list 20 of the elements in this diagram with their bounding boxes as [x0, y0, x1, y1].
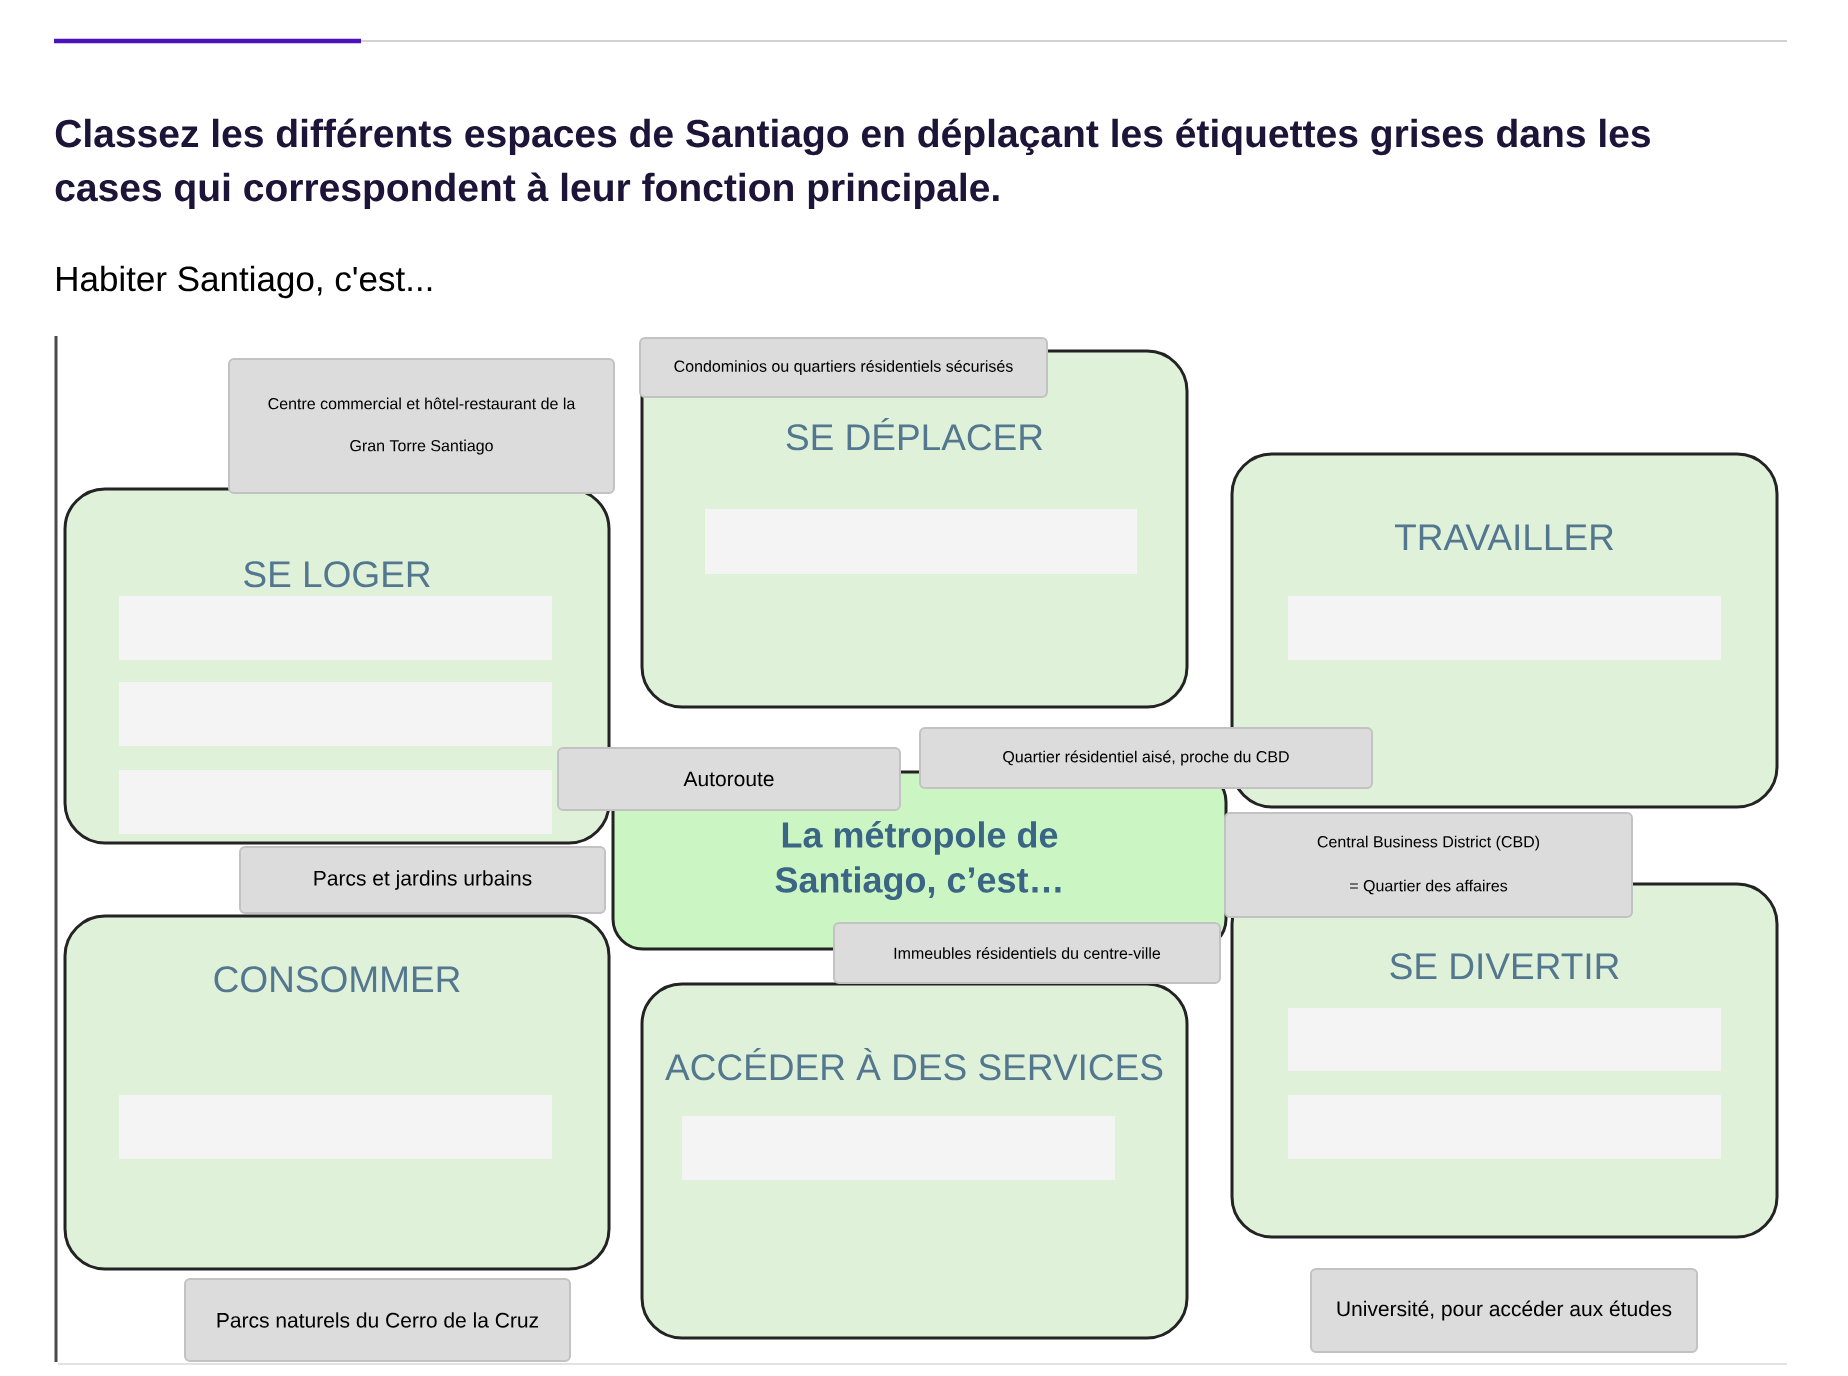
draggable-label: Parcs et jardins urbains	[239, 846, 606, 914]
draggable-label: Autoroute	[557, 747, 901, 811]
drop-zone	[682, 1116, 1115, 1180]
draggable-label: Université, pour accéder aux études	[1310, 1268, 1698, 1353]
draggable-label: Central Business District (CBD) = Quartier des affaires	[1224, 812, 1633, 918]
drop-zone	[119, 682, 552, 746]
draggable-label: Centre commercial et hôtel-restaurant de la Gran Torre Santiago	[228, 358, 615, 494]
drop-zone	[119, 596, 552, 660]
drop-zone	[705, 509, 1137, 574]
drop-zone	[119, 770, 552, 834]
subheading: Habiter Santiago, c'est...	[57, 265, 432, 299]
draggable-label: Condominios ou quartiers résidentiels sécurisés	[639, 337, 1048, 398]
heading: Classez les différents espaces de Santiago en déplaçant les étiquettes grises dans les cases qui correspondent à leur fonction principale.	[55, 118, 1650, 210]
draggable-label: Quartier résidentiel aisé, proche du CBD	[919, 727, 1373, 789]
drop-zone	[1288, 596, 1721, 660]
drop-zone	[119, 1095, 552, 1159]
drop-zone	[1288, 1008, 1721, 1071]
drop-zone	[1288, 1095, 1721, 1159]
draggable-label: Immeubles résidentiels du centre-ville	[833, 922, 1221, 984]
draggable-label: Parcs naturels du Cerro de la Cruz	[184, 1278, 571, 1362]
